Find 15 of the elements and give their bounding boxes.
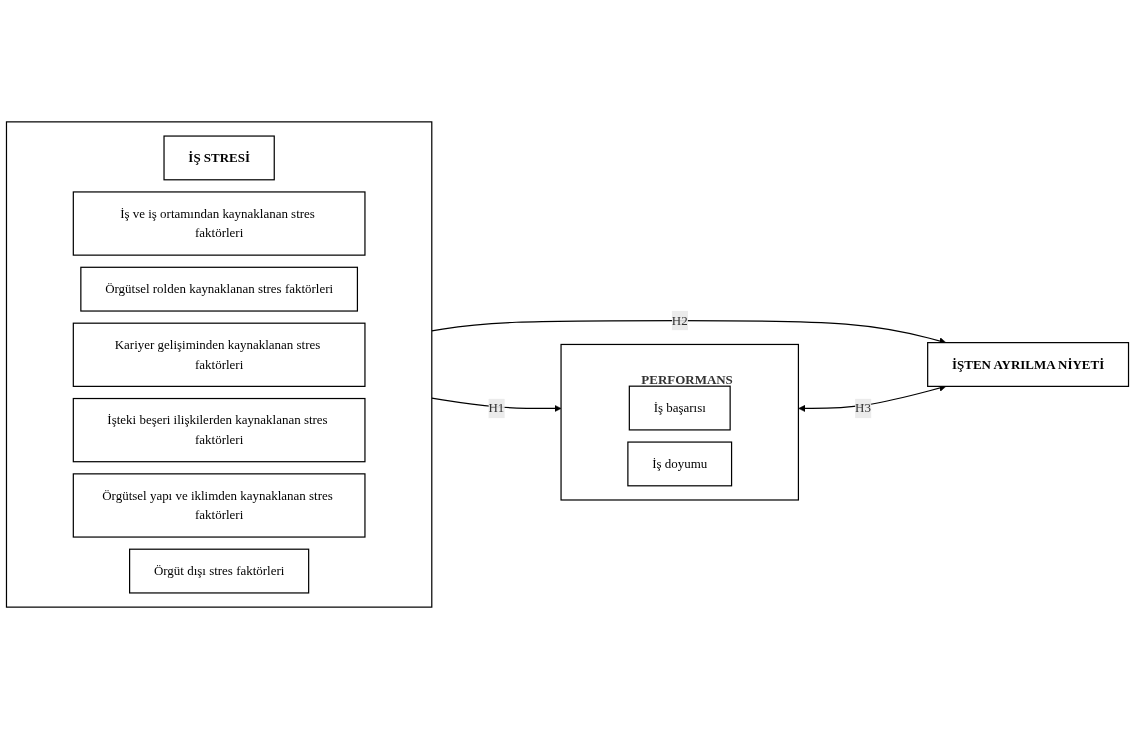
edge-label: H2 xyxy=(671,313,688,328)
edge-label: H1 xyxy=(488,401,505,415)
node-box: İş başarısı xyxy=(628,385,731,431)
node-box: İŞTEN AYRILMA NİYETİ xyxy=(927,342,1130,387)
node-box: Örgüt dışı stres faktörleri xyxy=(129,548,310,594)
node-box: Örgütsel yapı ve iklimden kaynaklanan stres faktörleri xyxy=(72,473,366,538)
edge-label: H3 xyxy=(855,401,871,415)
node-box: İşteki beşeri ilişkilerden kaynaklanan stres faktörleri xyxy=(72,397,366,463)
node-box: İŞ STRESİ xyxy=(163,135,275,181)
cluster xyxy=(5,121,433,608)
arrow xyxy=(431,397,562,412)
node-box: Örgütsel rolden kaynaklanan stres faktörleri xyxy=(80,266,359,312)
node-box: İş doyumu xyxy=(627,441,733,487)
node-box: Kariyer gelişiminden kaynaklanan stres faktörleri xyxy=(72,322,366,387)
node-box: İş ve iş ortamından kaynaklanan stres faktörleri xyxy=(72,191,366,256)
